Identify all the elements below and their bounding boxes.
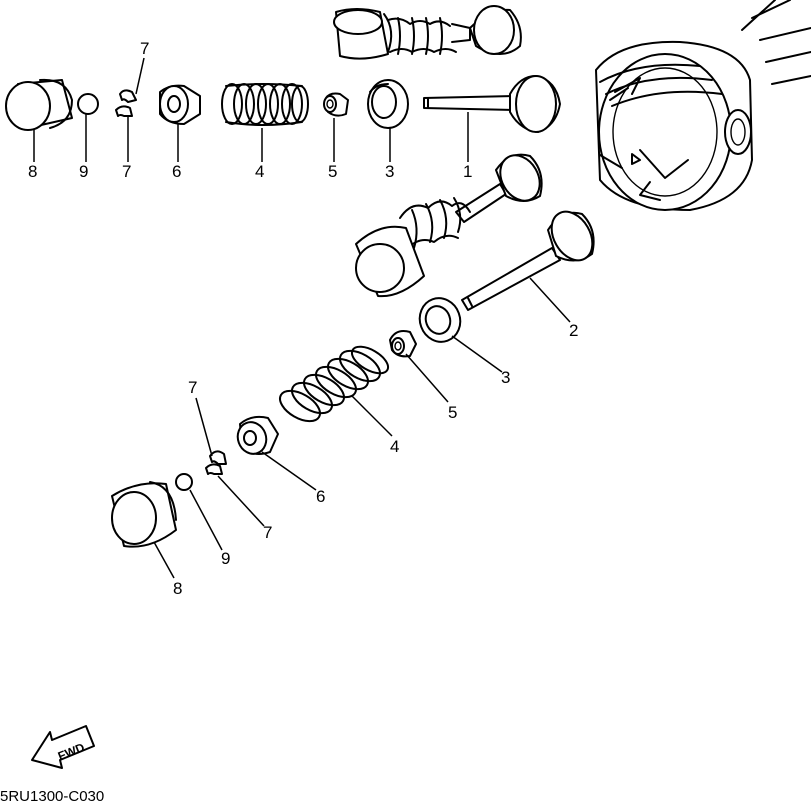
fwd-arrow: FWD [31, 725, 95, 769]
seal-part-3-lower [418, 297, 462, 343]
cotter-part-7-lower [115, 105, 133, 117]
stem-seal-part-5-lower [389, 330, 417, 358]
label-6: 6 [172, 162, 181, 181]
label-4: 4 [390, 437, 399, 456]
lifter-part-8 [5, 78, 73, 131]
lower-row-parts [111, 210, 595, 548]
shim-part-9 [77, 93, 99, 115]
label-6: 6 [316, 487, 325, 506]
valve-part-1 [423, 75, 561, 133]
label-5: 5 [448, 403, 457, 422]
valve-spring-part-4-lower [279, 345, 390, 423]
label-7: 7 [140, 39, 149, 58]
stem-seal-part-5 [323, 92, 349, 117]
assembled-valve-middle [355, 153, 543, 298]
diagram-code: 5RU1300-C030 [0, 788, 104, 804]
seal-part-3 [367, 79, 409, 129]
cotter-part-7-lower-a [209, 450, 227, 465]
label-7: 7 [122, 162, 131, 181]
label-3: 3 [385, 162, 394, 181]
label-9: 9 [221, 549, 230, 568]
valve-spring-part-4 [221, 83, 309, 126]
shim-part-9-lower [175, 473, 193, 491]
valve-part-2 [461, 210, 595, 311]
top-row-leaders [33, 57, 469, 162]
label-2: 2 [569, 321, 578, 340]
label-7: 7 [263, 523, 272, 542]
label-3: 3 [501, 368, 510, 387]
label-7: 7 [188, 378, 197, 397]
retainer-part-6 [159, 84, 201, 125]
assembled-valve-top [333, 5, 522, 60]
cotter-part-7-upper [119, 89, 137, 103]
label-9: 9 [79, 162, 88, 181]
lifter-part-8-lower [111, 481, 177, 548]
label-5: 5 [328, 162, 337, 181]
label-1: 1 [463, 162, 472, 181]
lower-row-leaders [153, 277, 571, 579]
top-row-parts [5, 75, 561, 133]
part-labels: 1 3 5 4 6 7 7 9 8 2 3 5 4 6 7 7 9 8 [28, 39, 578, 598]
cotter-part-7-lower-b [205, 463, 223, 475]
label-8: 8 [28, 162, 37, 181]
retainer-part-6-lower [236, 415, 279, 455]
piston-illustration [595, 0, 811, 211]
label-4: 4 [255, 162, 264, 181]
label-8: 8 [173, 579, 182, 598]
